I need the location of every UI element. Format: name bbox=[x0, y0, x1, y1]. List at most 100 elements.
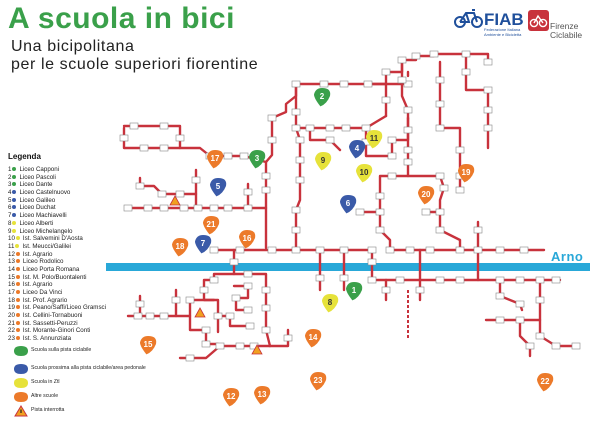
school-marker[interactable]: 10 bbox=[356, 164, 373, 183]
route-stop bbox=[119, 134, 129, 142]
legend-item-number: 18 bbox=[8, 296, 15, 304]
school-marker[interactable]: 14 bbox=[305, 329, 322, 348]
legend-item-label: Ist. M. Polo/Buontalenti bbox=[22, 273, 87, 281]
route-stop bbox=[495, 316, 505, 324]
route-stop bbox=[385, 246, 395, 254]
route-stop bbox=[341, 124, 351, 132]
school-marker[interactable]: 6 bbox=[340, 195, 357, 214]
route-stop bbox=[535, 332, 545, 340]
logos bbox=[454, 9, 549, 31]
route-stop bbox=[435, 208, 445, 216]
school-marker-number: 13 bbox=[258, 390, 267, 399]
route-stop bbox=[261, 186, 271, 194]
legend-color-dot bbox=[12, 205, 17, 210]
route-stop bbox=[291, 226, 301, 234]
school-marker[interactable]: 8 bbox=[322, 294, 339, 313]
school-marker-number: 6 bbox=[346, 199, 351, 208]
school-marker[interactable]: 15 bbox=[140, 336, 157, 355]
route-stop bbox=[261, 326, 271, 334]
legend-color-dot bbox=[12, 174, 17, 179]
school-marker[interactable]: 13 bbox=[254, 386, 271, 405]
school-marker[interactable]: 12 bbox=[223, 388, 240, 407]
orange-school-pin-icon bbox=[310, 372, 327, 391]
yellow-marker-icon bbox=[14, 378, 28, 388]
school-marker[interactable]: 7 bbox=[195, 235, 212, 254]
route-stop bbox=[387, 152, 397, 160]
school-marker[interactable]: 19 bbox=[458, 164, 475, 183]
school-marker[interactable]: 23 bbox=[310, 372, 327, 391]
route-stop bbox=[435, 100, 445, 108]
school-marker[interactable]: 21 bbox=[203, 216, 220, 235]
route-stop bbox=[367, 258, 377, 266]
route-stop bbox=[159, 144, 169, 152]
route-stop bbox=[439, 184, 449, 192]
route-stops bbox=[119, 50, 581, 362]
school-marker[interactable]: 16 bbox=[239, 230, 256, 249]
school-marker[interactable]: 9 bbox=[315, 152, 332, 171]
fiab-tagline: Federazione Italiana Ambiente e Biciclet… bbox=[484, 27, 522, 37]
route-stop bbox=[243, 282, 253, 290]
river-label: Arno bbox=[551, 249, 584, 264]
school-marker[interactable]: 17 bbox=[207, 150, 224, 169]
school-marker[interactable]: 3 bbox=[249, 150, 266, 169]
route-stop bbox=[267, 136, 277, 144]
yellow-school-pin-icon bbox=[322, 294, 339, 313]
legend-color-dot bbox=[12, 190, 17, 195]
route-stop bbox=[421, 208, 431, 216]
route-stop bbox=[261, 304, 271, 312]
route-stop bbox=[135, 300, 145, 308]
route-stop bbox=[397, 56, 407, 64]
green-marker-icon bbox=[14, 346, 28, 356]
route-stop bbox=[435, 172, 445, 180]
school-marker[interactable]: 2 bbox=[314, 88, 331, 107]
school-marker[interactable]: 20 bbox=[418, 186, 435, 205]
route-stop bbox=[215, 342, 225, 350]
route-stop bbox=[461, 68, 471, 76]
legend-item-label: Liceo Rodolico bbox=[22, 258, 64, 266]
route-stop bbox=[261, 286, 271, 294]
legend-color-dot bbox=[12, 197, 17, 202]
warning-triangle-icon bbox=[194, 307, 206, 318]
school-marker[interactable]: 4 bbox=[349, 140, 366, 159]
route-stop bbox=[483, 86, 493, 94]
key-item-label: Scuola in Ztl bbox=[31, 379, 60, 385]
route-stop bbox=[515, 276, 525, 284]
legend-item-label: Ist. Morante-Ginori Conti bbox=[22, 327, 91, 335]
school-marker[interactable]: 22 bbox=[537, 373, 554, 392]
route-stop bbox=[367, 276, 377, 284]
route-stop bbox=[199, 286, 209, 294]
route-stop bbox=[473, 246, 483, 254]
school-marker-number: 21 bbox=[207, 220, 216, 229]
route-stop bbox=[295, 176, 305, 184]
legend-item-label: Liceo Michelangelo bbox=[19, 227, 73, 235]
route-stop bbox=[225, 312, 235, 320]
legend-item-number: 17 bbox=[8, 289, 15, 296]
legend-item-label: Liceo Da Vinci bbox=[22, 289, 63, 296]
route-stop bbox=[243, 188, 253, 196]
route-stop bbox=[339, 274, 349, 282]
route-stop bbox=[381, 68, 391, 76]
school-marker[interactable]: 11 bbox=[366, 130, 383, 149]
school-marker[interactable]: 5 bbox=[210, 178, 227, 197]
legend-item-label: Liceo Porta Romana bbox=[22, 265, 80, 273]
route-stop bbox=[295, 156, 305, 164]
route-stop bbox=[403, 80, 413, 88]
legend-item-number: 2 bbox=[8, 173, 12, 181]
route-stop bbox=[363, 80, 373, 88]
legend-item-number: 8 bbox=[8, 219, 12, 227]
route-stop bbox=[473, 226, 483, 234]
school-marker[interactable]: 18 bbox=[172, 238, 189, 257]
blue-school-pin-icon bbox=[210, 178, 227, 197]
orange-school-pin-icon bbox=[254, 386, 271, 405]
school-marker[interactable]: 1 bbox=[346, 282, 363, 301]
route-stop bbox=[355, 208, 365, 216]
route-stop bbox=[483, 106, 493, 114]
route-stop bbox=[235, 342, 245, 350]
